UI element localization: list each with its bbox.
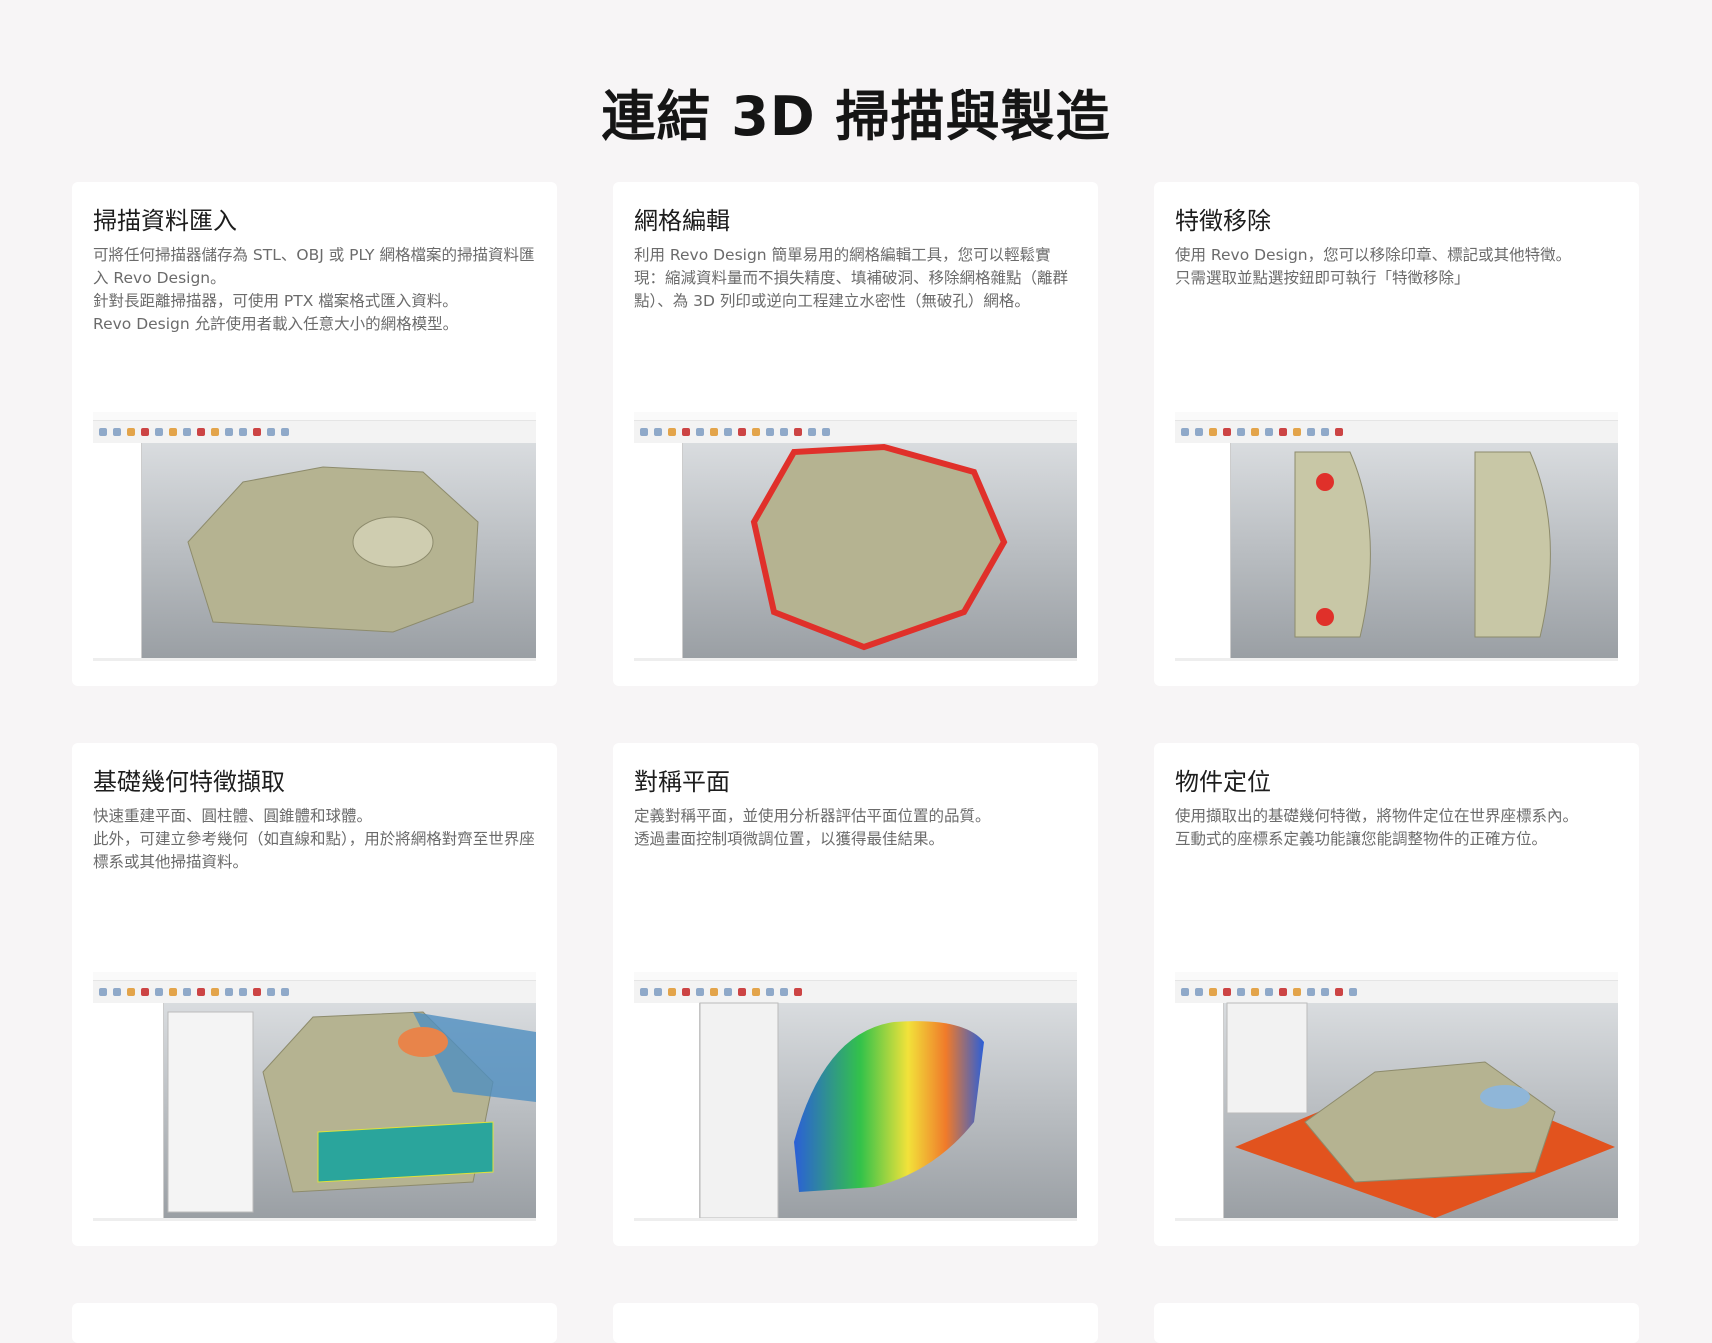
screenshot-primitive-extraction [93,972,536,1221]
feature-card-partial [1154,1303,1639,1343]
card-description: 使用 Revo Design，您可以移除印章、標記或其他特徵。 只需選取並點選按… [1175,246,1572,287]
feature-card-mesh-edit: 網格編輯 利用 Revo Design 簡單易用的網格編輯工具，您可以輕鬆實現：… [613,182,1098,686]
feature-card-object-alignment: 物件定位 使用擷取出的基礎幾何特徵，將物件定位在世界座標系內。 互動式的座標系定… [1154,743,1639,1246]
feature-card-symmetry-plane: 對稱平面 定義對稱平面，並使用分析器評估平面位置的品質。 透過畫面控制項微調位置… [613,743,1098,1246]
card-title: 物件定位 [1175,768,1271,796]
card-description: 定義對稱平面，並使用分析器評估平面位置的品質。 透過畫面控制項微調位置，以獲得最… [634,807,991,848]
screenshot-scan-import [93,412,536,661]
screenshot-mesh-edit [634,412,1077,661]
card-description: 快速重建平面、圓柱體、圓錐體和球體。 此外，可建立參考幾何（如直線和點），用於將… [93,807,535,871]
card-title: 掃描資料匯入 [93,207,237,235]
feature-card-partial [613,1303,1098,1343]
card-description: 使用擷取出的基礎幾何特徵，將物件定位在世界座標系內。 互動式的座標系定義功能讓您… [1175,807,1579,848]
card-title: 對稱平面 [634,768,730,796]
card-title: 基礎幾何特徵擷取 [93,768,285,796]
card-description: 利用 Revo Design 簡單易用的網格編輯工具，您可以輕鬆實現：縮減資料量… [634,246,1069,310]
feature-card-partial [72,1303,557,1343]
feature-card-primitive-extraction: 基礎幾何特徵擷取 快速重建平面、圓柱體、圓錐體和球體。 此外，可建立參考幾何（如… [72,743,557,1246]
screenshot-symmetry-plane [634,972,1077,1221]
feature-card-feature-removal: 特徵移除 使用 Revo Design，您可以移除印章、標記或其他特徵。 只需選… [1154,182,1639,686]
card-title: 網格編輯 [634,207,730,235]
screenshot-object-alignment [1175,972,1618,1221]
feature-card-scan-import: 掃描資料匯入 可將任何掃描器儲存為 STL、OBJ 或 PLY 網格檔案的掃描資… [72,182,557,686]
screenshot-feature-removal [1175,412,1618,661]
card-description: 可將任何掃描器儲存為 STL、OBJ 或 PLY 網格檔案的掃描資料匯入 Rev… [93,246,535,333]
card-title: 特徵移除 [1175,207,1271,235]
page-title: 連結 3D 掃描與製造 [601,85,1111,148]
